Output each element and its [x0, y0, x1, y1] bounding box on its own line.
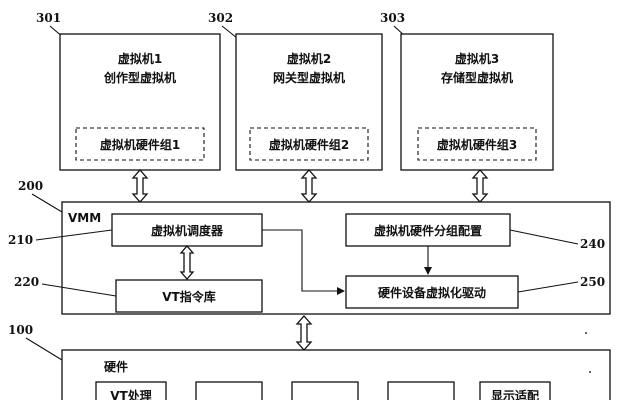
- ref-240-leader: [509, 229, 579, 245]
- hw-item-3-box: [291, 381, 359, 400]
- vt-lib-box: [115, 279, 263, 313]
- hw-group-config-box: [345, 213, 511, 247]
- scheduler-label: 虚拟机调度器: [151, 223, 224, 238]
- scan-speck: [585, 332, 587, 334]
- ref-301: 301: [36, 11, 61, 25]
- ref-240: 240: [580, 237, 605, 251]
- vm3-vmm-double-arrow-icon: [471, 169, 489, 203]
- hw-item-5-label: 显示适配: [491, 388, 539, 400]
- ref-100-leader: [25, 337, 63, 361]
- vm2-group: 302 虚拟机2 网关型虚拟机 虚拟机硬件组2: [208, 11, 383, 171]
- vm2-type: 网关型虚拟机: [273, 70, 345, 85]
- vm3-hw-group-label: 虚拟机硬件组3: [437, 137, 517, 152]
- ref-210: 210: [8, 233, 33, 247]
- hw-group-config-label: 虚拟机硬件分组配置: [374, 223, 482, 238]
- vm1-hw-group-label: 虚拟机硬件组1: [100, 137, 180, 152]
- vmm-label: VMM: [68, 211, 101, 225]
- ref-250-leader: [517, 281, 579, 293]
- hw-virt-driver-label: 硬件设备虚拟化驱动: [378, 285, 486, 300]
- vm2-name: 虚拟机2: [287, 51, 331, 66]
- scheduler-box: [111, 213, 263, 247]
- ref-220: 220: [14, 275, 39, 289]
- ref-302: 302: [208, 11, 233, 25]
- hw-item-1-box: [95, 381, 167, 400]
- vm1-type: 创作型虚拟机: [103, 70, 176, 85]
- vm-vmm-double-arrows: [131, 169, 489, 203]
- ref-303: 303: [380, 11, 405, 25]
- vm2-vmm-double-arrow-icon: [300, 169, 318, 203]
- scan-speck: [589, 371, 591, 373]
- vm3-group: 303 虚拟机3 存储型虚拟机 虚拟机硬件组3: [380, 11, 554, 171]
- ref-200-leader: [31, 193, 63, 213]
- hw-item-1-label: VT处理: [110, 388, 151, 400]
- hardware-group: 100 硬件 VT处理 显示适配: [8, 323, 611, 400]
- ref-250: 250: [580, 275, 605, 289]
- hw-item-5-box: [479, 381, 551, 400]
- vmm-group: 200 VMM 虚拟机调度器 VT指令库 虚拟机硬件分组配置 硬件设备虚拟化驱动…: [8, 179, 611, 315]
- vm2-box: [235, 33, 383, 171]
- scheduler-to-driver-arrow: [262, 229, 345, 295]
- vm1-group: 301 虚拟机1 创作型虚拟机 虚拟机硬件组1: [36, 11, 221, 171]
- vm1-vmm-double-arrow-icon: [131, 169, 149, 203]
- vm2-hw-group-label: 虚拟机硬件组2: [269, 137, 349, 152]
- vm1-hw-group-box: [75, 127, 205, 161]
- ref-200: 200: [18, 179, 43, 193]
- vmm-hardware-double-arrow-icon: [295, 315, 313, 351]
- scheduler-vtlib-double-arrow-icon: [179, 245, 195, 280]
- hw-item-2-box: [195, 381, 263, 400]
- vm1-name: 虚拟机1: [118, 51, 162, 66]
- vm3-name: 虚拟机3: [455, 51, 499, 66]
- ref-210-leader: [35, 229, 113, 241]
- hardware-label: 硬件: [104, 359, 128, 374]
- vm3-box: [400, 33, 554, 171]
- vm2-hw-group-box: [249, 127, 369, 161]
- vm3-hw-group-box: [417, 127, 537, 161]
- vt-lib-label: VT指令库: [162, 289, 215, 304]
- vm3-type: 存储型虚拟机: [440, 70, 513, 85]
- ref-100: 100: [8, 323, 33, 337]
- hw-item-4-box: [387, 381, 455, 400]
- ref-220-leader: [41, 283, 117, 297]
